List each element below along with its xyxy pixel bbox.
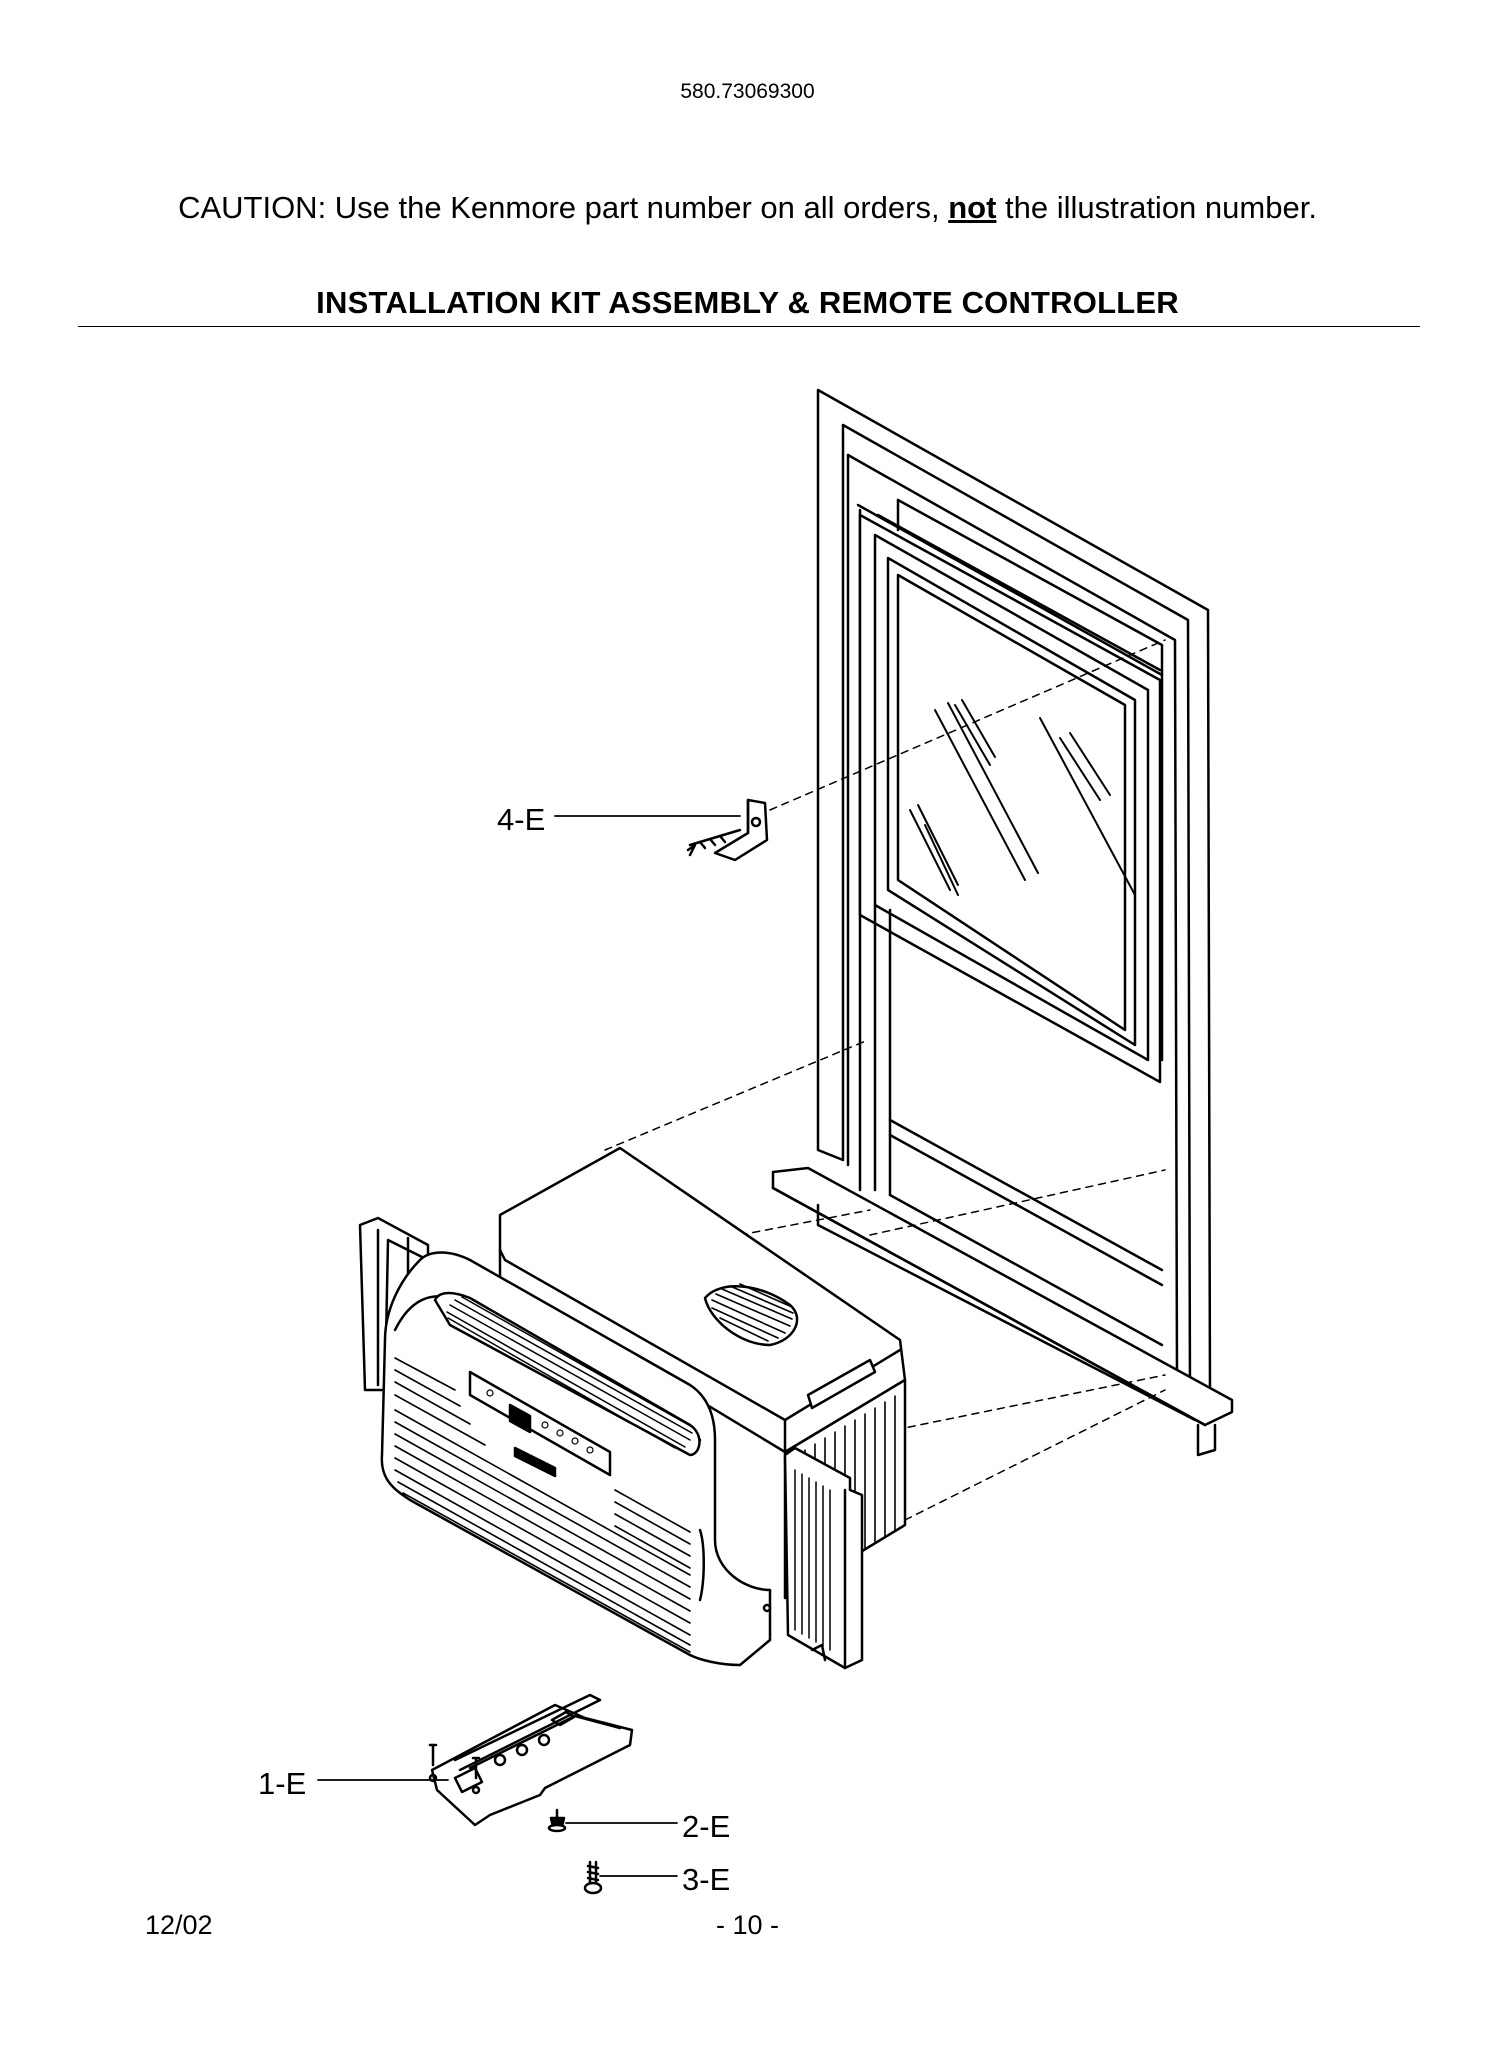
model-number: 580.73069300 — [680, 80, 815, 103]
caution-prefix: CAUTION: Use the Kenmore part number on … — [178, 190, 949, 225]
caution-suffix: the illustration number. — [996, 190, 1317, 225]
caution-note: CAUTION: Use the Kenmore part number on … — [0, 190, 1495, 226]
screw-part-3e — [583, 1860, 603, 1895]
callout-3e: 3-E — [682, 1862, 730, 1897]
page-number: - 10 - — [715, 1910, 780, 1940]
callout-1e: 1-E — [258, 1766, 306, 1801]
callout-4e: 4-E — [497, 802, 545, 837]
alignment-lines — [604, 639, 1166, 1521]
caution-emphasis: not — [948, 190, 997, 225]
callout-2e: 2-E — [682, 1809, 730, 1844]
section-title: INSTALLATION KIT ASSEMBLY & REMOTE CONTR… — [316, 285, 1179, 320]
footer-date: 12/02 — [145, 1910, 213, 1940]
bracket-part-4e — [686, 798, 769, 862]
title-divider — [78, 326, 1420, 327]
window-frame — [771, 388, 1234, 1457]
foot-part-2e — [547, 1808, 567, 1833]
support-bracket-part-1e — [428, 1693, 634, 1827]
air-conditioner-unit — [358, 1146, 907, 1670]
